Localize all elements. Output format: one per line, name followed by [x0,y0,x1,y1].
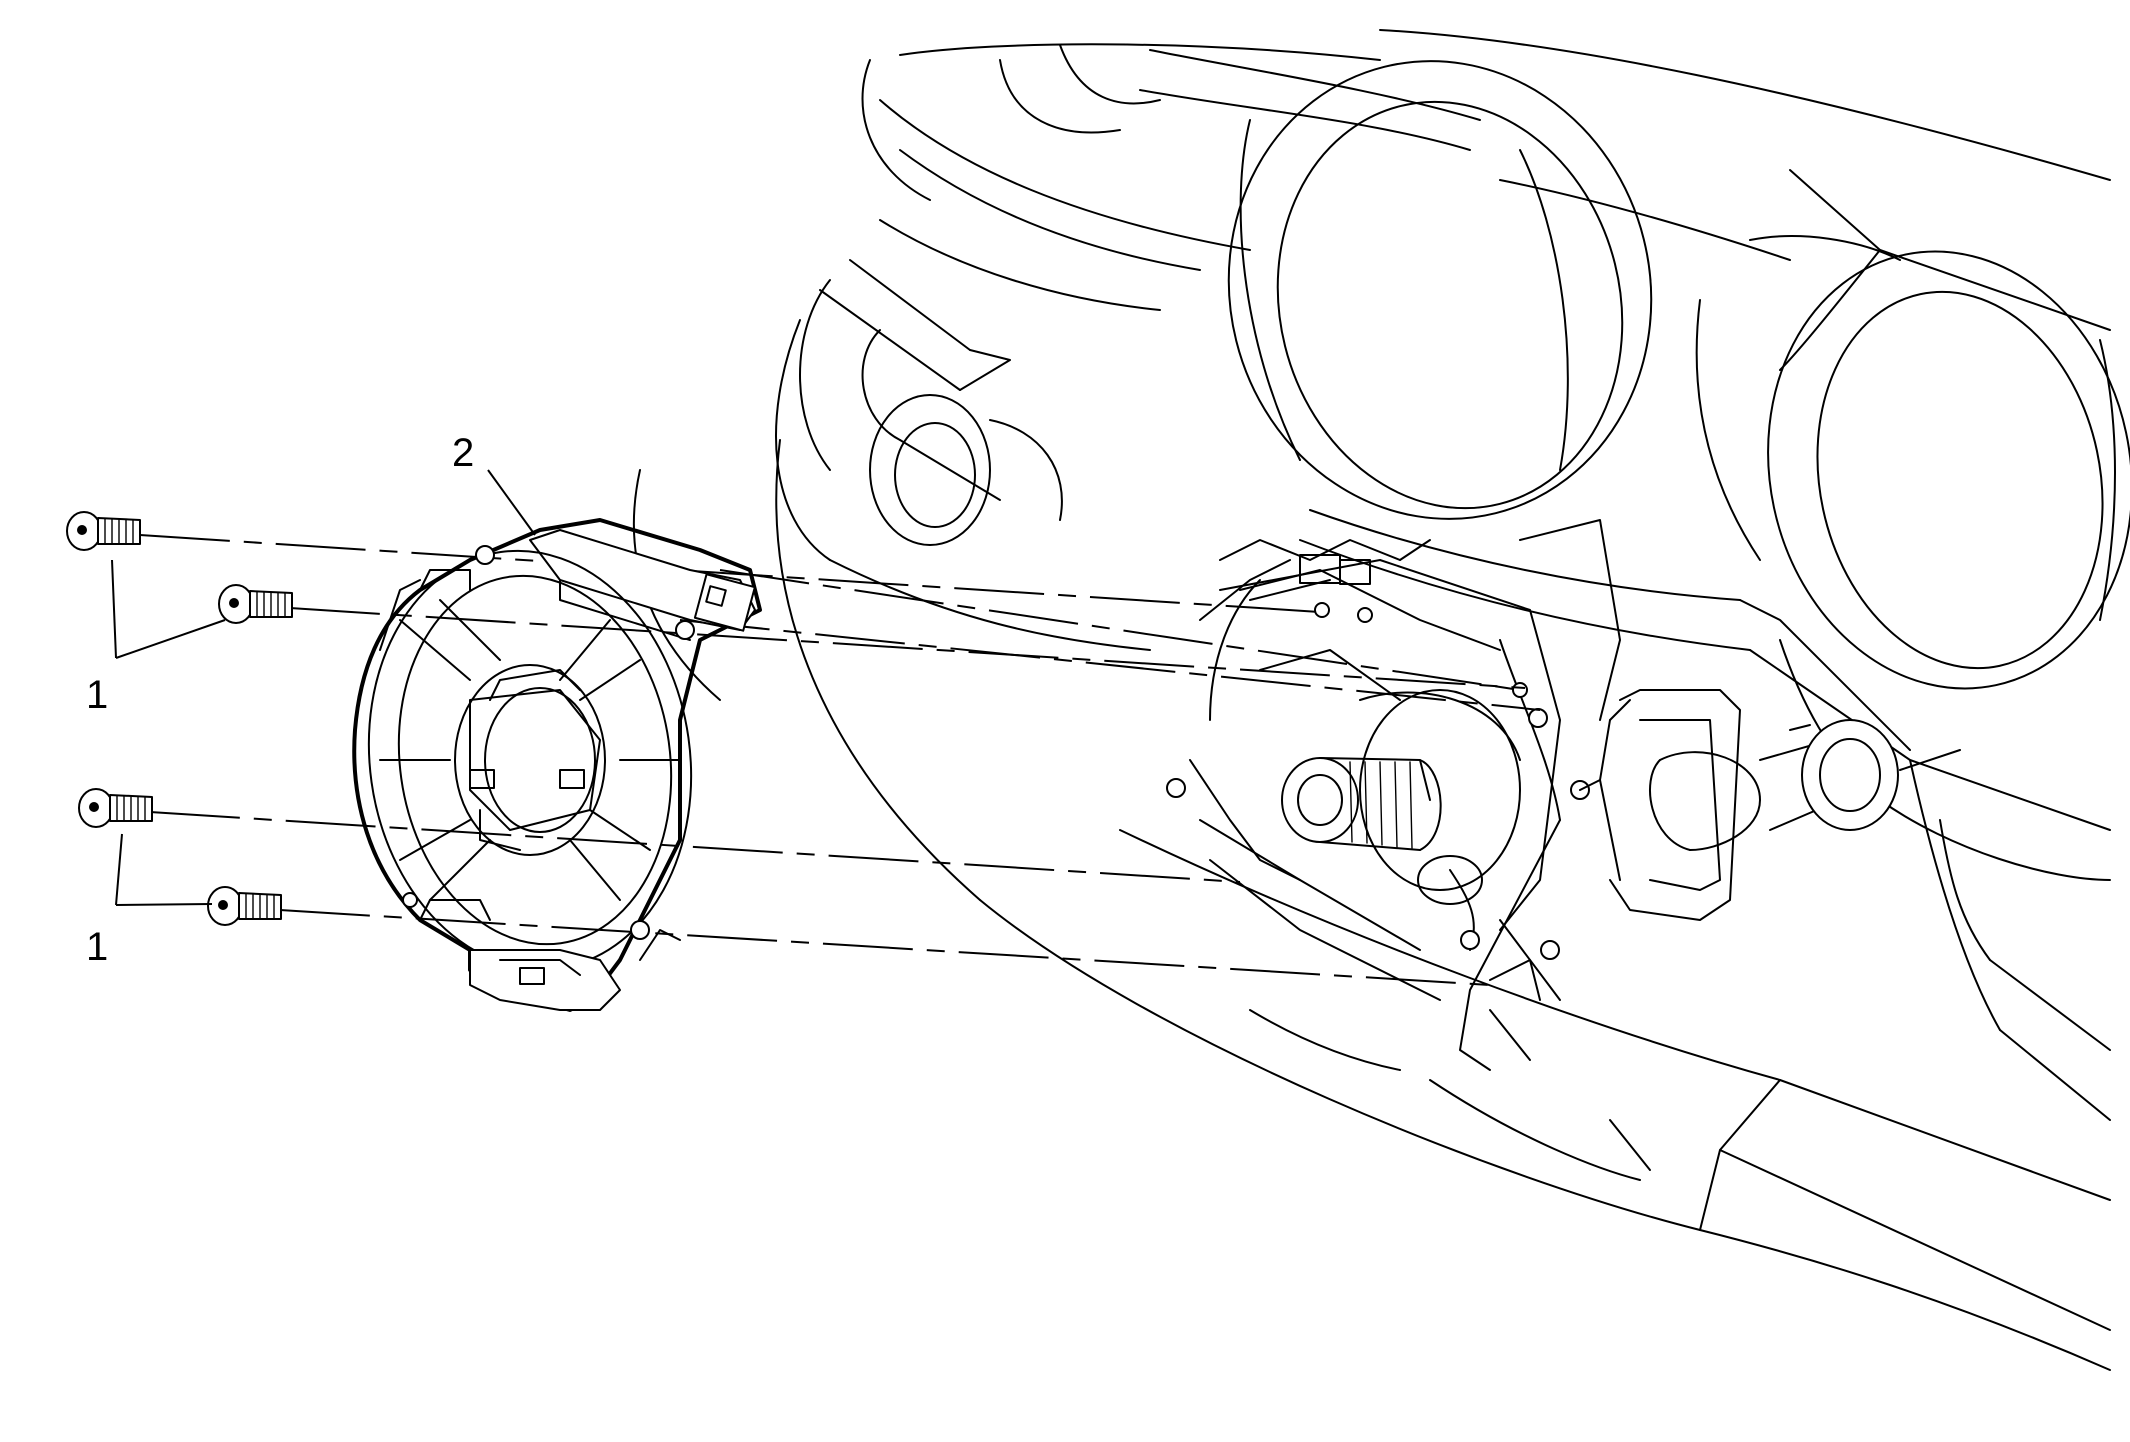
clockspring-icon [352,518,762,1012]
screw-lower-2 [207,886,282,926]
screw-lower-1 [78,788,153,828]
callout-group-clockspring: 2 [452,431,536,536]
callout-group-lower: 1 [86,833,213,969]
steering-column-assembly [1166,519,1961,1071]
alignment-line-5 [719,569,1521,691]
callout-1-lower: 1 [86,925,108,969]
callout-1-upper: 1 [86,673,108,717]
alignment-line-1 [139,534,1321,613]
callout-group-upper: 1 [86,559,226,717]
alignment-line-6 [679,619,1541,711]
callout-2: 2 [452,431,474,475]
alignment-line-4 [279,909,1491,986]
screw-upper-1 [66,511,141,551]
screw-upper-2 [218,584,293,624]
alignment-line-3 [149,811,1241,883]
alignment-line-2 [289,607,1526,689]
